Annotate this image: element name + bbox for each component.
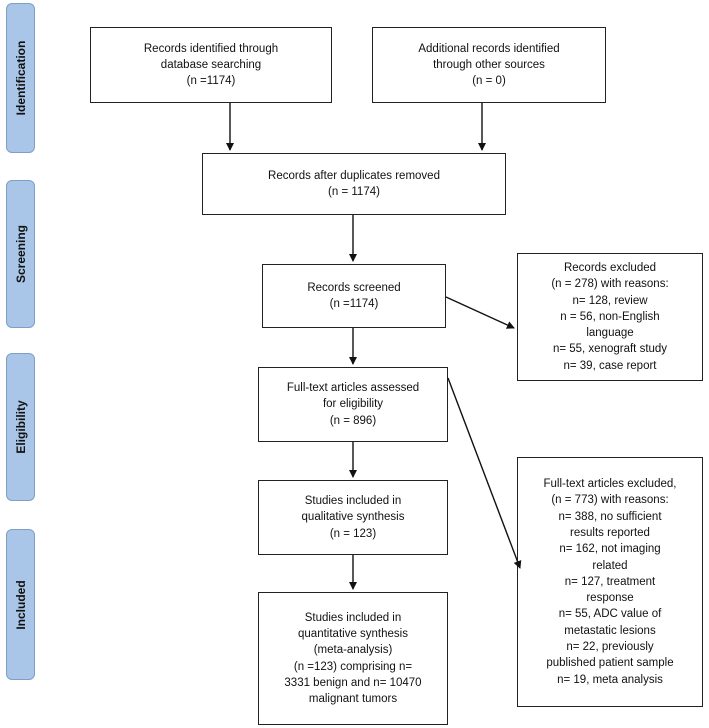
box-fulltext-assessed: Full-text articles assessed for eligibil… bbox=[258, 367, 448, 442]
box-records-excluded: Records excluded (n = 278) with reasons:… bbox=[517, 253, 703, 381]
box-other-sources: Additional records identified through ot… bbox=[372, 27, 606, 103]
phase-screening: Screening bbox=[6, 180, 35, 328]
box-records-screened: Records screened (n =1174) bbox=[262, 264, 446, 328]
box-duplicates-removed: Records after duplicates removed (n = 11… bbox=[202, 153, 506, 215]
phase-eligibility: Eligibility bbox=[6, 353, 35, 501]
phase-identification: Identification bbox=[6, 3, 35, 153]
box-quantitative-synthesis: Studies included in quantitative synthes… bbox=[258, 592, 448, 725]
box-database-records: Records identified through database sear… bbox=[90, 27, 332, 103]
box-qualitative-synthesis: Studies included in qualitative synthesi… bbox=[258, 480, 448, 555]
phase-included: Included bbox=[6, 529, 35, 680]
arrow-screened-to-excluded bbox=[445, 296, 515, 329]
arrow-fulltext-to-excluded bbox=[447, 377, 522, 569]
box-fulltext-excluded: Full-text articles excluded, (n = 773) w… bbox=[517, 457, 703, 707]
